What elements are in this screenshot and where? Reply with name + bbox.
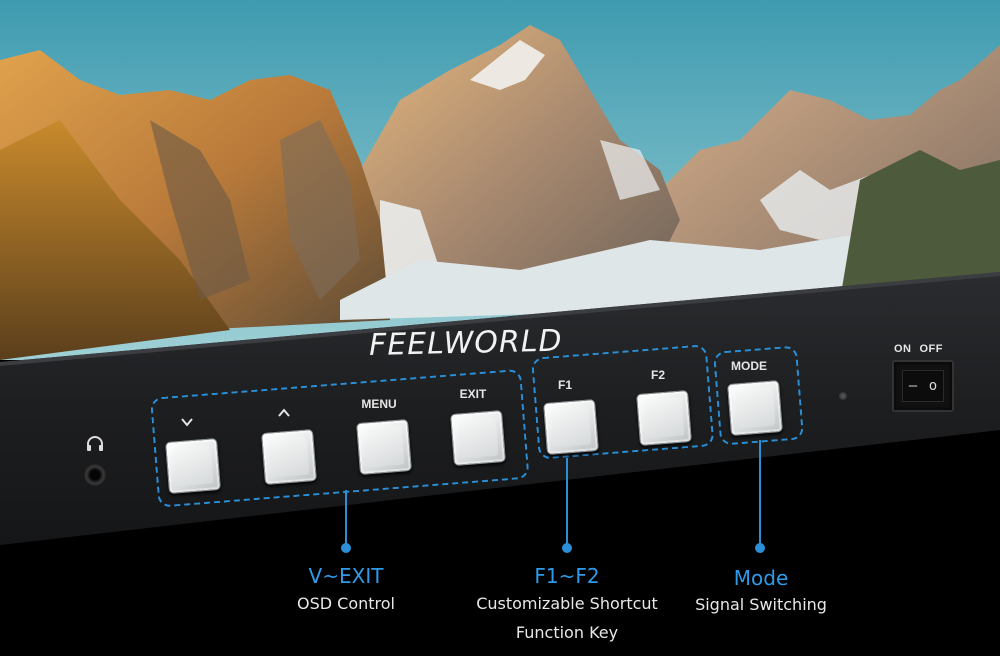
- fn-callout-title: F1~F2: [534, 564, 600, 588]
- up-button[interactable]: [261, 429, 317, 485]
- mode-callout-line: [759, 440, 761, 546]
- menu-button[interactable]: [356, 419, 412, 475]
- power-on-symbol: –: [908, 378, 918, 394]
- fn-callout-desc-line1: Customizable Shortcut: [476, 594, 658, 613]
- power-indicator-led: [839, 392, 847, 400]
- headphone-jack[interactable]: [84, 464, 106, 486]
- exit-button[interactable]: [450, 410, 506, 466]
- power-off-symbol: o: [928, 378, 938, 394]
- power-on-label: ON: [894, 343, 912, 355]
- f2-button[interactable]: [636, 390, 692, 446]
- chevron-up-icon: [278, 407, 290, 419]
- power-rocker[interactable]: – o: [902, 370, 944, 402]
- power-switch-labels: ON OFF: [894, 343, 954, 355]
- osd-callout-desc: OSD Control: [297, 594, 395, 613]
- down-button[interactable]: [165, 438, 221, 494]
- mode-key-label: MODE: [731, 359, 767, 373]
- fn-callout-line: [566, 458, 568, 546]
- f1-button[interactable]: [543, 399, 599, 455]
- osd-callout-dot: [341, 543, 351, 553]
- power-switch[interactable]: – o: [892, 360, 954, 412]
- osd-callout-title: V~EXIT: [308, 564, 384, 588]
- osd-callout-line: [345, 490, 347, 546]
- f1-key-label: F1: [557, 378, 572, 392]
- menu-key-label: MENU: [361, 397, 397, 411]
- chevron-down-icon: [181, 416, 193, 428]
- fn-callout-desc-line2: Function Key: [515, 623, 619, 642]
- exit-key-label: EXIT: [459, 387, 487, 401]
- mode-callout-desc: Signal Switching: [695, 595, 827, 614]
- headphone-icon: [87, 436, 103, 451]
- mode-callout-title: Mode: [733, 566, 789, 590]
- mode-button[interactable]: [727, 380, 783, 436]
- fn-callout-dot: [562, 543, 572, 553]
- mode-callout-dot: [755, 543, 765, 553]
- f2-key-label: F2: [650, 368, 665, 382]
- power-off-label: OFF: [919, 343, 943, 355]
